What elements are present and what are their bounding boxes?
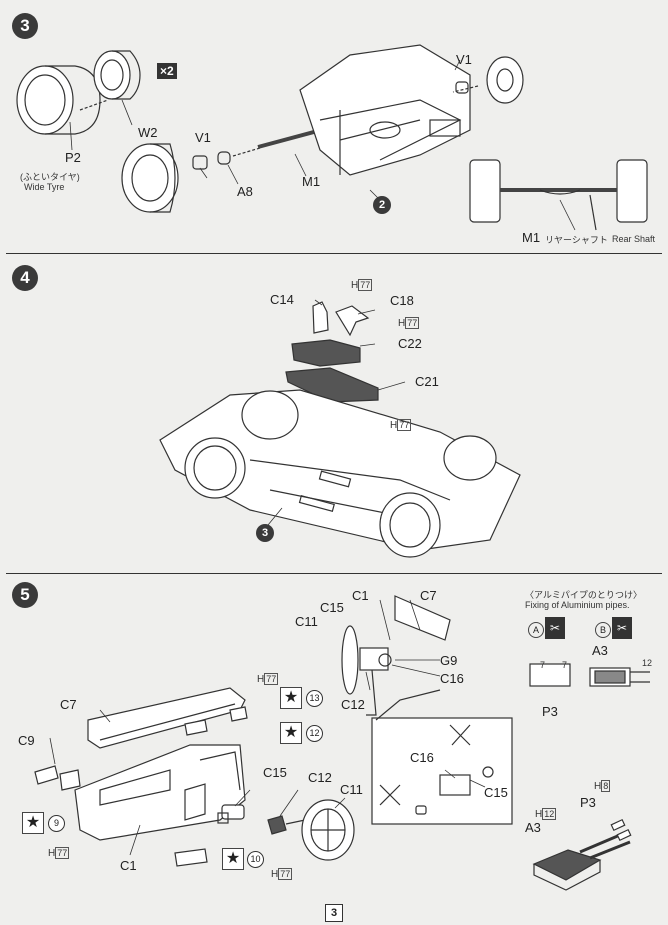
label-c16-detail: C16 xyxy=(410,750,434,765)
label-m1-shaft: M1 xyxy=(522,230,541,245)
label-p2-en: Wide Tyre xyxy=(24,182,65,192)
dim-7a: 7 xyxy=(540,660,546,670)
step-3-number: 3 xyxy=(12,13,38,39)
part-c21-illustration xyxy=(285,367,379,403)
paint-code: 77 xyxy=(278,868,293,880)
part-c12-illustration xyxy=(267,815,287,835)
detail-inset xyxy=(371,717,513,825)
part-c22-illustration xyxy=(291,339,361,367)
scissors-icon: ✂ xyxy=(545,617,565,639)
label-c15: C15 xyxy=(263,765,287,780)
label-c18: C18 xyxy=(390,293,414,308)
decal-9-star-icon: ★ xyxy=(22,812,44,834)
paint-h-letter: H xyxy=(351,280,359,291)
decal-number-13: 13 xyxy=(306,690,323,707)
page-number: 3 xyxy=(325,904,343,922)
label-rear-shaft-jp: リヤーシャフト xyxy=(545,235,608,245)
label-p3-b: P3 xyxy=(580,795,596,810)
label-c12-top: C12 xyxy=(341,697,365,712)
part-c9-illustration xyxy=(34,765,59,785)
quantity-x2-badge: ×2 xyxy=(157,63,177,79)
part-c15-illustration xyxy=(221,804,245,820)
fixing-title-jp: 〈アルミパイプのとりつけ〉 xyxy=(525,590,643,600)
label-c11: C11 xyxy=(340,782,363,797)
label-c21: C21 xyxy=(415,374,439,389)
label-c11-top: C11 xyxy=(295,614,318,629)
label-c15-top: C15 xyxy=(320,600,344,615)
decal-number-12: 12 xyxy=(306,725,323,742)
label-rear-shaft-en: Rear Shaft xyxy=(612,234,656,244)
label-a8: A8 xyxy=(237,184,253,199)
paint-h-letter: H xyxy=(594,781,602,792)
label-c12: C12 xyxy=(308,770,332,785)
decal-number-9: 9 xyxy=(48,815,65,832)
wheel-w2-illustration xyxy=(93,50,131,100)
label-v1-right: V1 xyxy=(456,52,472,67)
paint-code: 77 xyxy=(397,419,412,431)
label-c15-detail: C15 xyxy=(484,785,508,800)
label-p2-jp: (ふといタイヤ) xyxy=(20,172,80,182)
label-m1: M1 xyxy=(302,174,321,189)
label-c9: C9 xyxy=(18,733,35,748)
decal-12-star-icon: ★ xyxy=(280,722,302,744)
paint-code: 77 xyxy=(55,847,70,859)
ref-step-3: 3 xyxy=(256,524,274,542)
option-a-marker: A xyxy=(528,622,544,638)
label-a3-b: A3 xyxy=(525,820,541,835)
label-c16-top: C16 xyxy=(440,671,464,686)
label-c1: C1 xyxy=(120,858,137,873)
section-divider xyxy=(6,573,662,574)
label-c14: C14 xyxy=(270,292,294,307)
rear-shaft-diagram xyxy=(469,159,501,223)
step-4-number: 4 xyxy=(12,265,38,291)
paint-h-letter: H xyxy=(48,848,56,859)
decal-number-10: 10 xyxy=(247,851,264,868)
paint-code: 8 xyxy=(601,780,611,792)
scissors-icon: ✂ xyxy=(612,617,632,639)
label-p2: P2 xyxy=(65,150,81,165)
part-c14-illustration xyxy=(312,301,329,334)
label-c7: C7 xyxy=(60,697,77,712)
decal-13-star-icon: ★ xyxy=(280,687,302,709)
paint-code: 77 xyxy=(405,317,420,329)
ref-step-2: 2 xyxy=(373,196,391,214)
label-c22: C22 xyxy=(398,336,422,351)
fixing-title-en: Fixing of Aluminium pipes. xyxy=(525,600,630,610)
part-c18-illustration xyxy=(335,305,370,337)
label-p3: P3 xyxy=(542,704,558,719)
label-c7-top: C7 xyxy=(420,588,437,603)
paint-h-letter: H xyxy=(535,809,543,820)
decal-10-star-icon: ★ xyxy=(222,848,244,870)
part-c7-illustration xyxy=(87,687,246,749)
label-g9: G9 xyxy=(440,653,458,668)
dim-7b: 7 xyxy=(562,660,568,670)
section-divider xyxy=(6,253,662,254)
part-a3-illustration xyxy=(532,849,602,881)
step-5-number: 5 xyxy=(12,582,38,608)
paint-code: 77 xyxy=(358,279,373,291)
dim-12: 12 xyxy=(642,658,653,668)
label-v1-left: V1 xyxy=(195,130,211,145)
label-c1-top: C1 xyxy=(352,588,369,603)
label-w2: W2 xyxy=(138,125,158,140)
paint-h-letter: H xyxy=(390,420,398,431)
label-a3: A3 xyxy=(592,643,608,658)
paint-h-letter: H xyxy=(271,869,279,880)
option-b-marker: B xyxy=(595,622,611,638)
paint-code: 77 xyxy=(264,673,279,685)
paint-h-letter: H xyxy=(257,674,265,685)
paint-code: 12 xyxy=(542,808,557,820)
paint-h-letter: H xyxy=(398,318,406,329)
